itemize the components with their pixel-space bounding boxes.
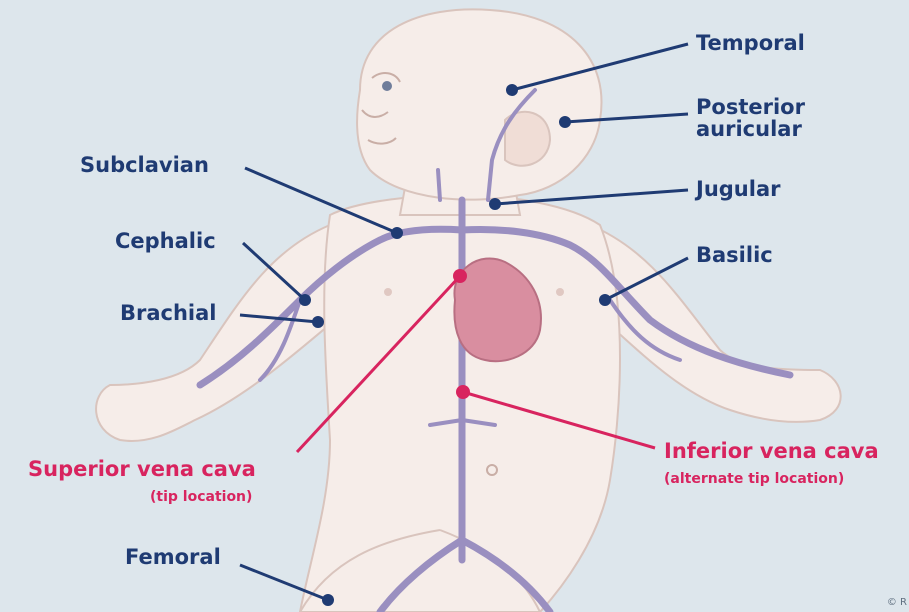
label-inferior-vena-cava: Inferior vena cava <box>664 440 879 462</box>
label-femoral: Femoral <box>125 546 221 568</box>
dot-basilic <box>599 294 611 306</box>
leader-subclavian <box>245 168 397 233</box>
dot-femoral <box>322 594 334 606</box>
dot-brachial <box>312 316 324 328</box>
label-brachial: Brachial <box>120 302 217 324</box>
label-posterior-auricular: Posterior auricular <box>696 96 805 140</box>
label-inferior-vena-cava-note: (alternate tip location) <box>664 472 844 487</box>
dot-superior-vena-cava <box>453 269 467 283</box>
nipple-right <box>556 288 564 296</box>
label-subclavian: Subclavian <box>80 154 209 176</box>
dot-inferior-vena-cava <box>456 385 470 399</box>
dot-temporal <box>506 84 518 96</box>
dot-subclavian <box>391 227 403 239</box>
dot-posterior-auricular <box>559 116 571 128</box>
dot-jugular <box>489 198 501 210</box>
label-basilic: Basilic <box>696 244 773 266</box>
copyright-mark: © R <box>887 597 907 608</box>
nipple-left <box>384 288 392 296</box>
dot-cephalic <box>299 294 311 306</box>
label-cephalic: Cephalic <box>115 230 216 252</box>
label-jugular: Jugular <box>696 178 780 200</box>
label-temporal: Temporal <box>696 32 805 54</box>
label-superior-vena-cava-note: (tip location) <box>150 490 252 505</box>
label-superior-vena-cava: Superior vena cava <box>28 458 256 480</box>
